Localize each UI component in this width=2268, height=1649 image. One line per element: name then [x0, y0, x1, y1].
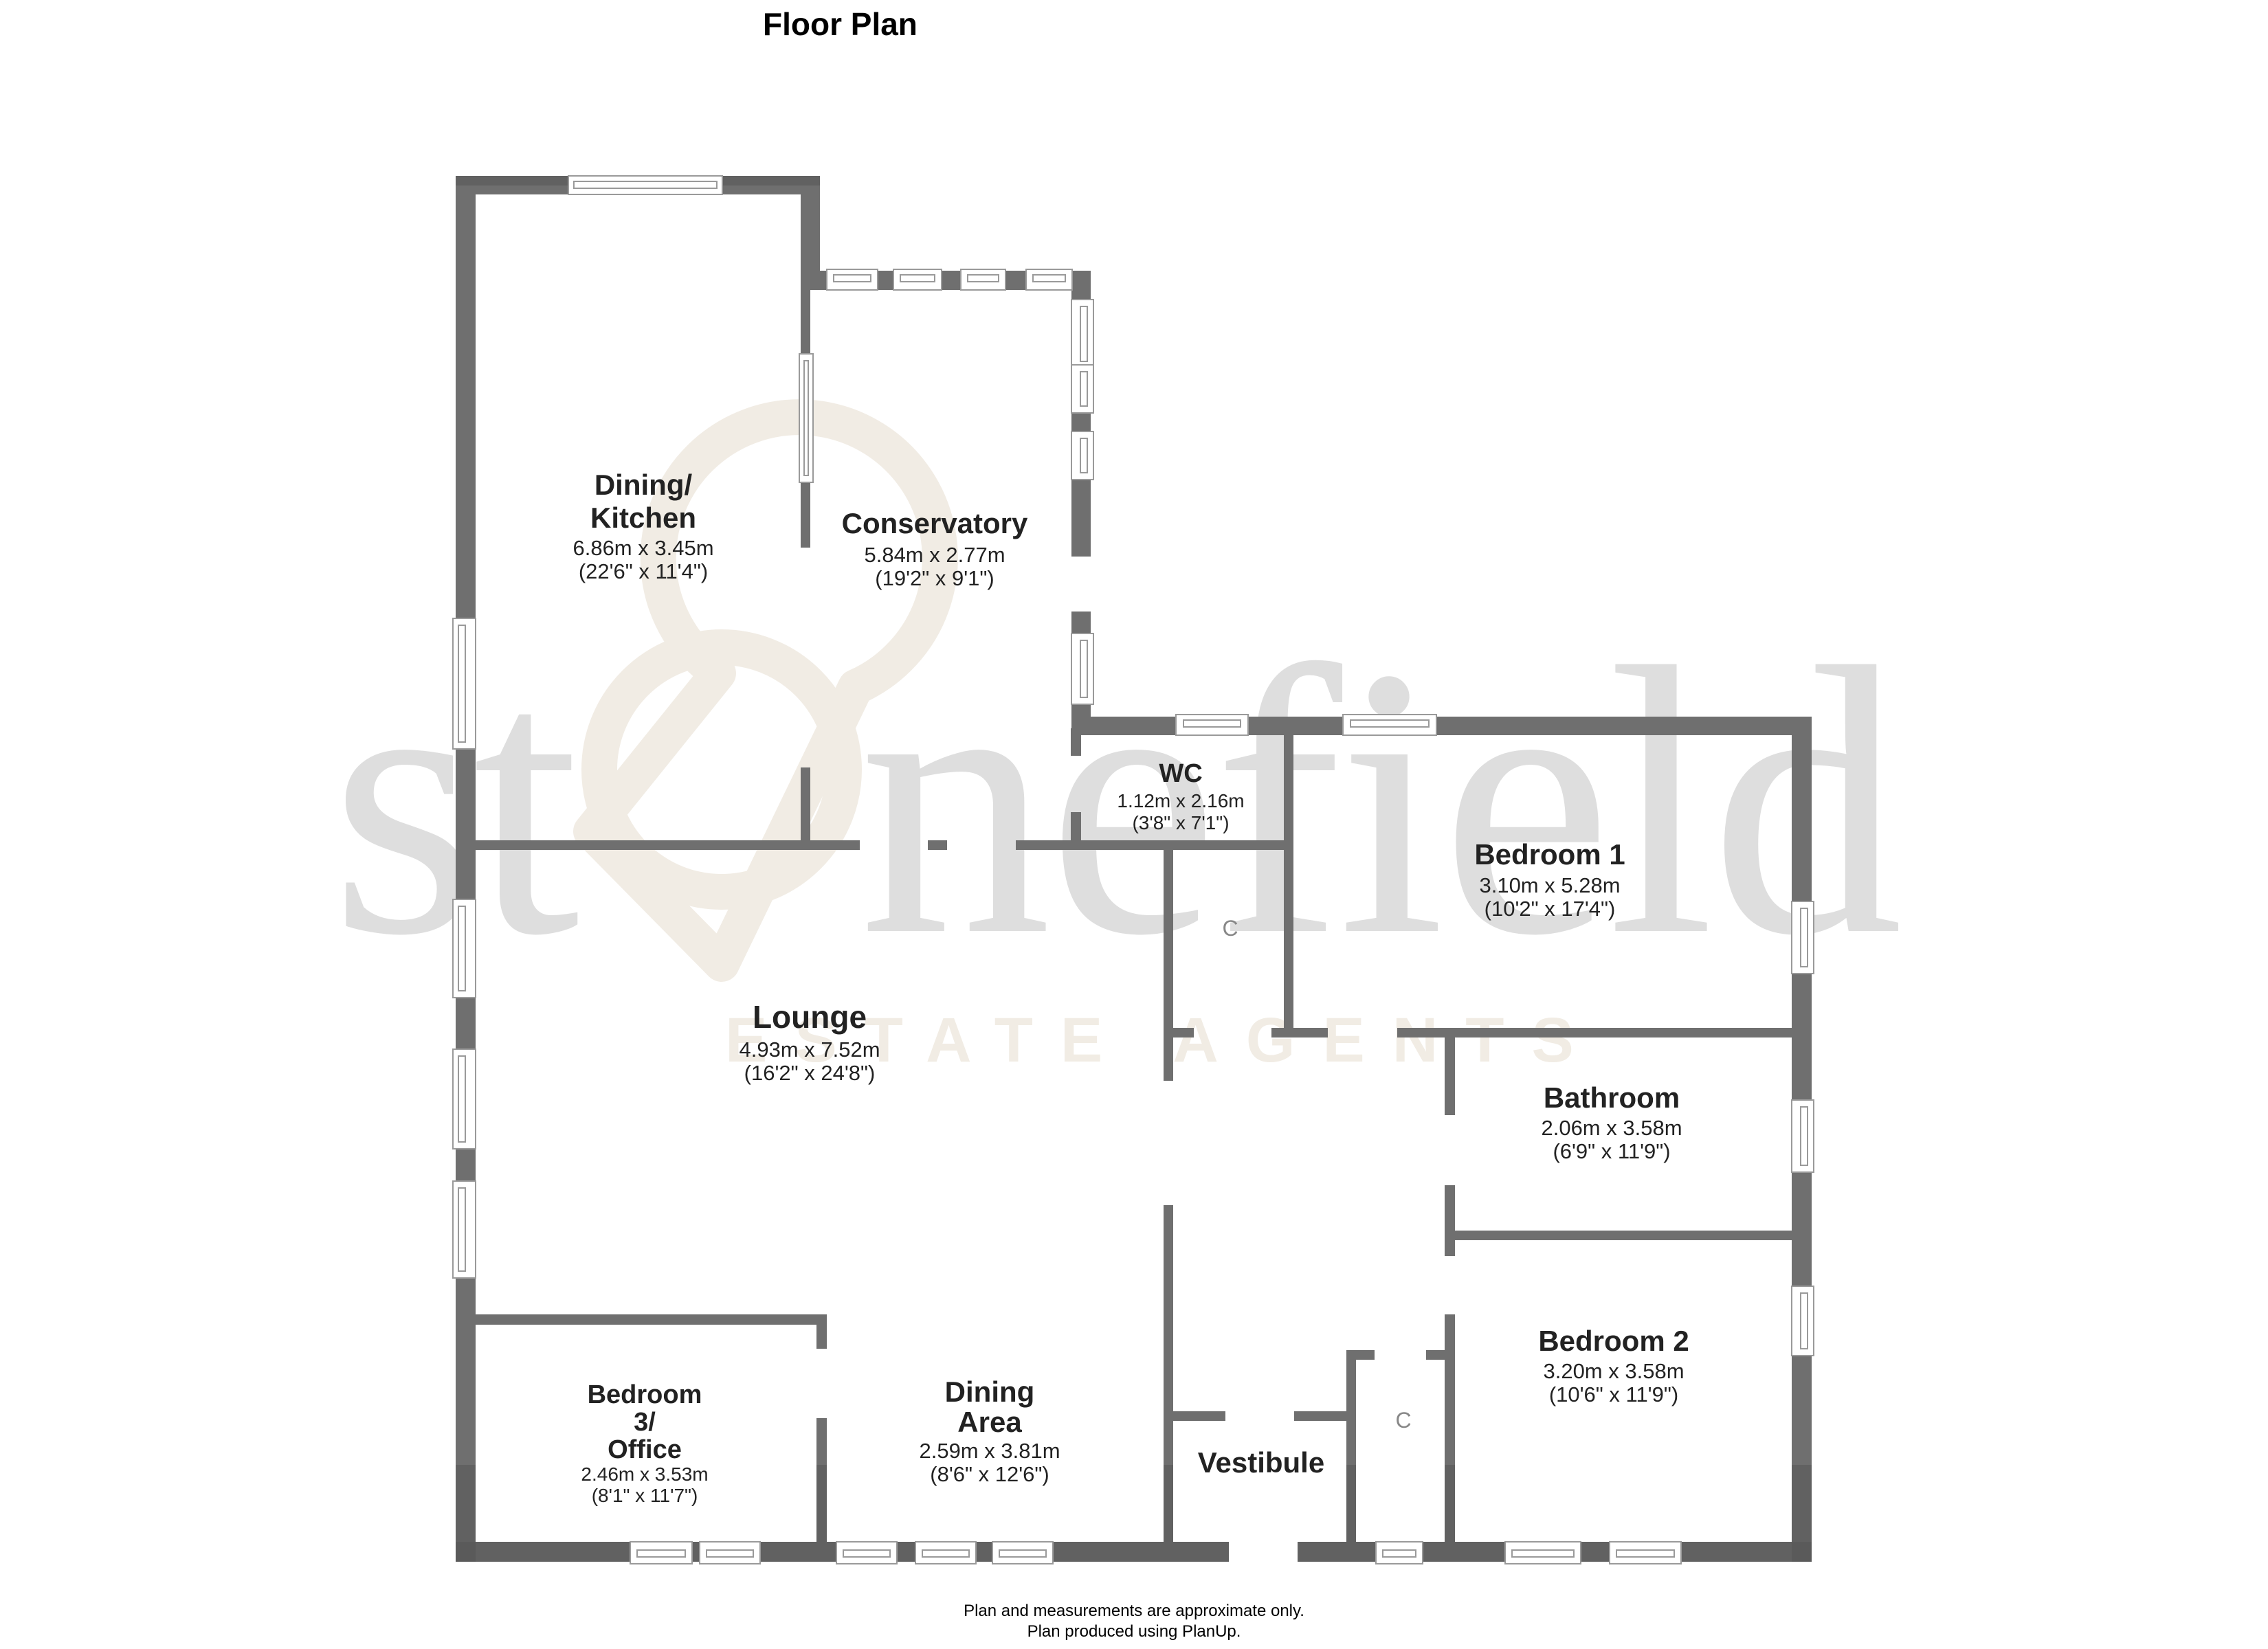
room-lounge: Lounge 4.93m x 7.52m (16'2" x 24'8") — [739, 999, 880, 1085]
room-name: WC — [1159, 759, 1202, 788]
room-name: Kitchen — [590, 502, 696, 534]
room-bedroom-2: Bedroom 2 3.20m x 3.58m (10'6" x 11'9") — [1538, 1325, 1689, 1406]
room-dimensions-metric: 4.93m x 7.52m — [739, 1037, 880, 1062]
window — [699, 1541, 761, 1564]
window — [1175, 714, 1249, 736]
window — [452, 1180, 476, 1279]
window — [568, 175, 723, 195]
window — [992, 1541, 1054, 1564]
footer-note: Plan and measurements are approximate on… — [928, 1601, 1340, 1642]
window — [1071, 299, 1094, 369]
windows — [452, 175, 1814, 1564]
room-dimensions-imperial: (16'2" x 24'8") — [744, 1061, 876, 1085]
room-bedroom-3-office: Bedroom 3/ Office 2.46m x 3.53m (8'1" x … — [581, 1380, 708, 1506]
credit-text: Plan produced using PlanUp. — [1027, 1622, 1241, 1641]
watermark-tagline: ESTATE AGENTS — [725, 1005, 1601, 1075]
room-dimensions-imperial: (6'9" x 11'9") — [1553, 1139, 1670, 1163]
room-name: Dining/ — [594, 469, 693, 501]
window — [452, 1048, 476, 1149]
window — [1071, 431, 1094, 480]
window — [1375, 1541, 1423, 1564]
window — [1609, 1541, 1682, 1564]
room-dimensions-metric: 3.10m x 5.28m — [1479, 873, 1620, 897]
watermark-brand-suffix: nefield — [859, 589, 1903, 1015]
disclaimer-text: Plan and measurements are approximate on… — [964, 1602, 1304, 1620]
room-name: Bedroom 2 — [1538, 1325, 1689, 1357]
window — [630, 1541, 693, 1564]
room-name: 3/ — [634, 1408, 656, 1437]
window — [1342, 714, 1437, 736]
cupboard-label: C — [1222, 916, 1238, 941]
room-name: Bedroom 1 — [1474, 838, 1625, 871]
room-wc: WC 1.12m x 2.16m (3'8" x 7'1") — [1117, 759, 1244, 833]
room-name: Bedroom — [588, 1380, 702, 1409]
room-dimensions-metric: 5.84m x 2.77m — [864, 543, 1005, 567]
room-name: Conservatory — [842, 507, 1028, 539]
watermark: st nefield ESTATE AGENTS — [330, 399, 1907, 1075]
room-conservatory: Conservatory 5.84m x 2.77m (19'2" x 9'1"… — [842, 507, 1028, 590]
room-dimensions-imperial: (3'8" x 7'1") — [1132, 812, 1229, 833]
location-pin-icon — [573, 399, 958, 982]
window — [452, 618, 476, 750]
room-vestibule: Vestibule — [1198, 1446, 1324, 1479]
window — [960, 269, 1006, 291]
room-bedroom-1: Bedroom 1 3.10m x 5.28m (10'2" x 17'4") — [1474, 838, 1625, 921]
cupboard-label: C — [1395, 1408, 1411, 1433]
window — [915, 1541, 977, 1564]
room-bathroom: Bathroom 2.06m x 3.58m (6'9" x 11'9") — [1541, 1081, 1682, 1163]
room-name: Bathroom — [1544, 1081, 1680, 1114]
room-dimensions-metric: 2.46m x 3.53m — [581, 1463, 708, 1485]
room-dimensions-imperial: (19'2" x 9'1") — [875, 566, 994, 590]
room-name: Area — [957, 1406, 1022, 1438]
window — [1025, 269, 1073, 291]
room-dining-area: Dining Area 2.59m x 3.81m (8'6" x 12'6") — [919, 1376, 1060, 1486]
room-name: Lounge — [753, 999, 867, 1035]
window — [893, 269, 942, 291]
room-dimensions-metric: 6.86m x 3.45m — [572, 536, 713, 560]
window — [452, 899, 476, 998]
room-dimensions-metric: 3.20m x 3.58m — [1543, 1359, 1684, 1383]
room-dimensions-imperial: (8'6" x 12'6") — [930, 1462, 1049, 1486]
window — [1504, 1541, 1581, 1564]
room-dimensions-metric: 2.06m x 3.58m — [1541, 1116, 1682, 1140]
page-title: Floor Plan — [763, 6, 918, 42]
window — [1071, 364, 1094, 414]
room-dimensions-metric: 1.12m x 2.16m — [1117, 790, 1244, 811]
room-dining-kitchen: Dining/ Kitchen 6.86m x 3.45m (22'6" x 1… — [572, 469, 713, 583]
room-dimensions-imperial: (8'1" x 11'7") — [592, 1485, 698, 1506]
room-dimensions-imperial: (22'6" x 11'4") — [579, 559, 708, 583]
window — [1791, 1099, 1814, 1173]
window — [1791, 1286, 1814, 1356]
window — [836, 1541, 898, 1564]
window — [1791, 901, 1814, 974]
room-name: Office — [608, 1435, 682, 1464]
room-dimensions-imperial: (10'2" x 17'4") — [1485, 897, 1616, 921]
window — [826, 269, 878, 291]
room-name: Dining — [945, 1376, 1035, 1408]
window — [799, 353, 814, 483]
room-name: Vestibule — [1198, 1446, 1324, 1479]
room-dimensions-imperial: (10'6" x 11'9") — [1549, 1382, 1678, 1406]
window — [1071, 633, 1094, 705]
room-dimensions-metric: 2.59m x 3.81m — [919, 1439, 1060, 1463]
